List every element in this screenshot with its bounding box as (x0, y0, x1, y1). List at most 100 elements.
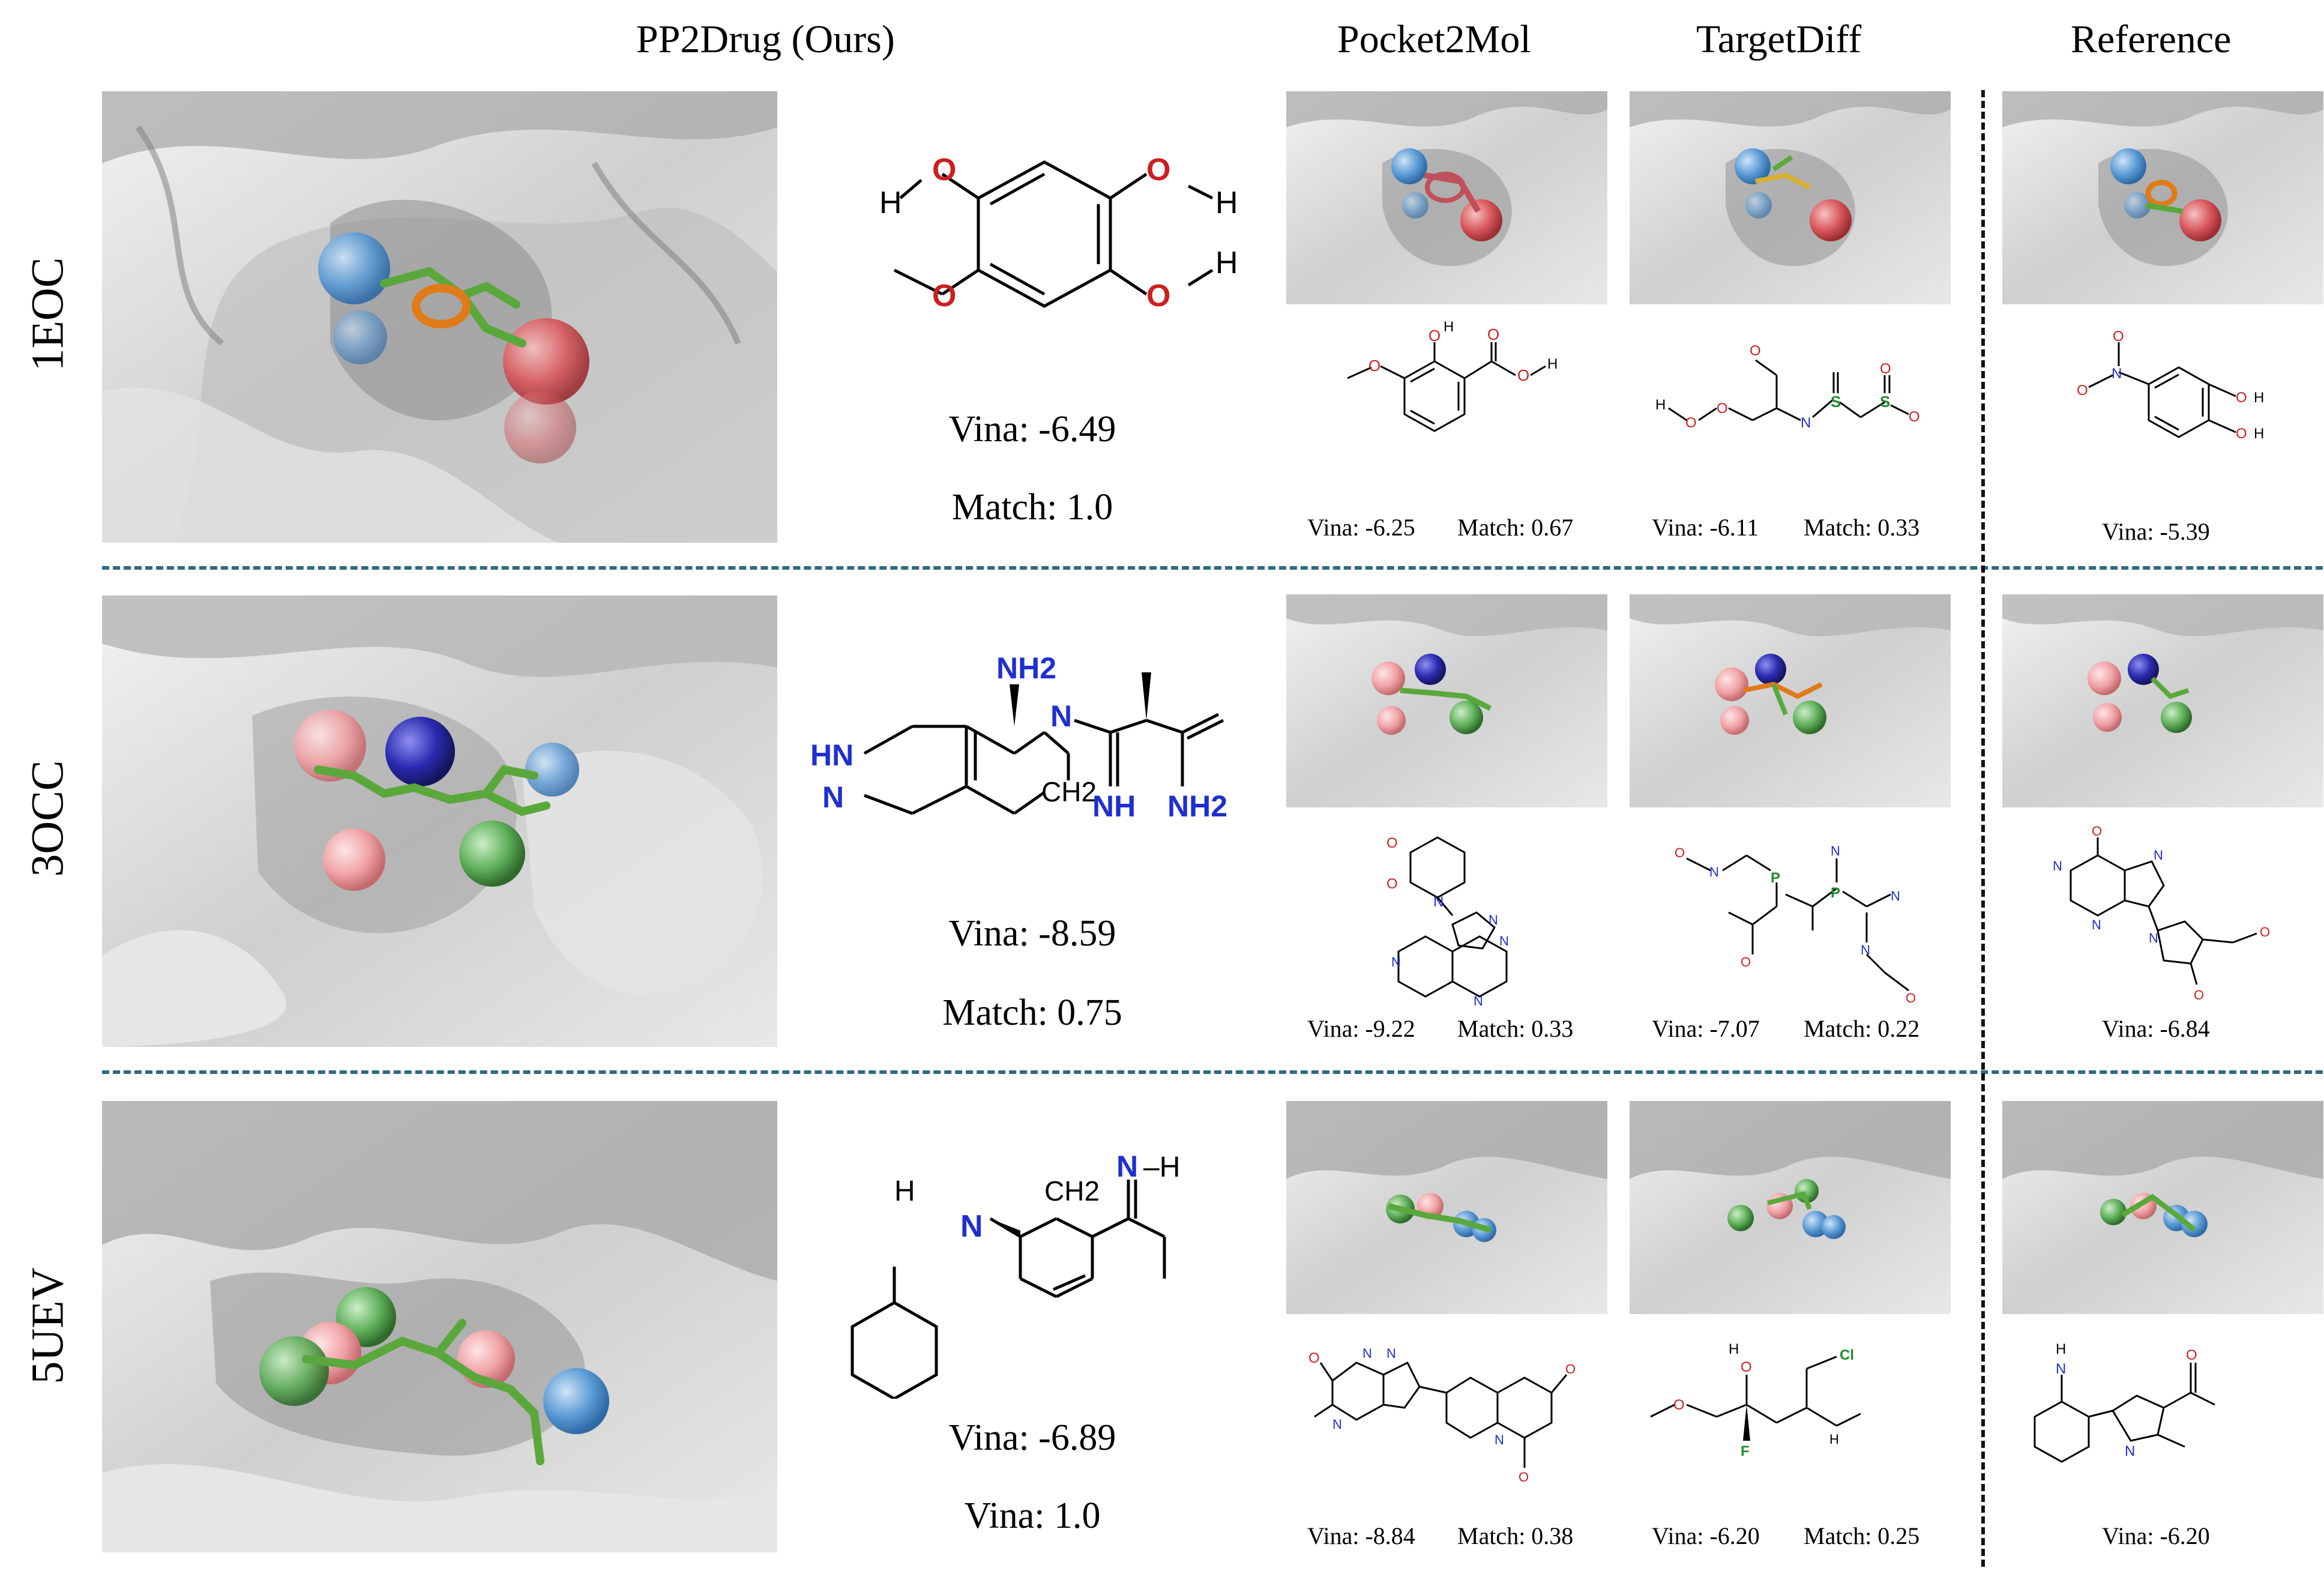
svg-text:H: H (879, 185, 902, 220)
svg-text:H: H (1215, 246, 1238, 280)
svg-text:NH2: NH2 (1167, 789, 1227, 823)
vina-score-3occ-pocket2mol: Vina: -9.22 (1307, 1015, 1415, 1042)
svg-text:O: O (2236, 390, 2247, 406)
pocket-view-3occ-pp2drug (102, 596, 777, 1047)
svg-text:NH2: NH2 (996, 651, 1056, 685)
svg-text:O: O (1741, 1359, 1752, 1375)
svg-text:CH2: CH2 (1041, 776, 1097, 807)
molecule-1eoc-targetdiff: H O O O N S S O O (1633, 318, 1933, 468)
pocket-view-3occ-targetdiff (1630, 594, 1951, 807)
svg-text:N: N (822, 780, 844, 814)
molecule-5uev-targetdiff: O O H F Cl H (1633, 1327, 1933, 1525)
svg-text:O: O (1673, 1397, 1685, 1413)
svg-text:N: N (1050, 699, 1072, 733)
svg-text:O: O (1717, 400, 1728, 417)
molecule-3occ-pocket2mol: O O N N N N N (1308, 822, 1585, 1015)
vina-score-1eoc-targetdiff: Vina: -6.11 (1652, 514, 1759, 541)
pocket-view-5uev-pp2drug (102, 1101, 777, 1552)
molecule-3occ-reference: O N N N N O O (2029, 822, 2305, 1015)
pocket-view-3occ-pocket2mol (1286, 594, 1607, 807)
svg-text:S: S (1831, 393, 1841, 411)
svg-text:O: O (1428, 327, 1440, 345)
svg-text:N: N (1489, 912, 1498, 927)
svg-text:N: N (2149, 930, 2158, 945)
atom-o: O (932, 152, 956, 187)
vina-score-5uev-pp2drug: Vina: -6.89 (948, 1417, 1116, 1458)
svg-text:H: H (1829, 1432, 1839, 1447)
vina-score-5uev-reference: Vina: -6.20 (2102, 1522, 2210, 1549)
svg-text:O: O (1685, 415, 1697, 431)
match-score-3occ-targetdiff: Match: 0.22 (1804, 1015, 1920, 1042)
svg-text:O: O (1487, 325, 1499, 343)
svg-text:O: O (2186, 1347, 2197, 1363)
vina-score-1eoc-reference: Vina: -5.39 (2102, 518, 2210, 545)
pocket-view-1eoc-reference (2002, 91, 2323, 304)
svg-text:N: N (1861, 942, 1870, 957)
column-title-reference: Reference (2071, 17, 2232, 61)
molecule-5uev-pocket2mol: O N N N N O O (1296, 1327, 1597, 1525)
svg-text:O: O (1565, 1361, 1576, 1377)
svg-text:CH2: CH2 (1044, 1175, 1100, 1207)
match-score-5uev-targetdiff: Match: 0.25 (1804, 1522, 1920, 1549)
svg-text:N: N (2154, 848, 2163, 863)
svg-text:O: O (1386, 876, 1398, 892)
svg-text:P: P (1771, 870, 1780, 886)
match-score-5uev-pp2drug: Vina: 1.0 (964, 1495, 1101, 1536)
match-score-1eoc-targetdiff: Match: 0.33 (1804, 514, 1920, 541)
svg-text:N: N (1474, 994, 1483, 1009)
svg-text:N: N (1391, 954, 1401, 969)
vina-score-3occ-pp2drug: Vina: -8.59 (948, 913, 1116, 954)
svg-text:O: O (1519, 1470, 1529, 1485)
svg-text:O: O (2194, 988, 2204, 1003)
svg-text:S: S (1880, 393, 1890, 411)
row-label-1eoc: 1EOC (22, 257, 73, 372)
svg-text:O: O (1308, 1350, 1320, 1366)
row-label-5uev: 5UEV (22, 1267, 73, 1384)
svg-text:N: N (1499, 933, 1509, 948)
svg-text:O: O (1517, 366, 1529, 384)
svg-text:N: N (2053, 858, 2062, 873)
svg-text:H: H (2056, 1341, 2066, 1357)
svg-text:H: H (1655, 397, 1666, 413)
svg-text:O: O (1386, 835, 1398, 851)
molecule-1eoc-pocket2mol: O H O O O H (1308, 318, 1585, 468)
svg-text:O: O (2092, 824, 2102, 839)
svg-text:N: N (1891, 888, 1900, 903)
svg-text:N: N (1332, 1417, 1342, 1432)
svg-text:N: N (2125, 1443, 2135, 1459)
svg-text:O: O (2113, 328, 2124, 345)
svg-text:H: H (1215, 185, 1238, 220)
molecule-1eoc-reference: O N O O H O H (2029, 318, 2305, 468)
pocket-view-1eoc-pocket2mol (1286, 91, 1607, 304)
svg-text:O: O (932, 279, 956, 313)
svg-text:H: H (2254, 426, 2264, 442)
molecule-5uev-reference: H N N O (2017, 1327, 2317, 1525)
reference-divider (1981, 90, 1985, 1567)
svg-text:O: O (2260, 924, 2270, 939)
svg-text:O: O (1368, 357, 1380, 375)
match-score-3occ-pocket2mol: Match: 0.33 (1457, 1015, 1574, 1042)
vina-score-5uev-targetdiff: Vina: -6.20 (1652, 1522, 1760, 1549)
svg-text:H: H (1729, 1341, 1739, 1357)
svg-text:–H: –H (1143, 1151, 1180, 1183)
svg-text:N: N (1801, 415, 1811, 431)
svg-text:H: H (1443, 319, 1454, 335)
svg-text:O: O (1675, 845, 1685, 860)
pocket-view-1eoc-targetdiff (1630, 91, 1951, 304)
svg-text:O: O (1906, 991, 1916, 1006)
row-label-3occ: 3OCC (22, 760, 73, 877)
pocket-view-1eoc-pp2drug (102, 91, 777, 543)
match-score-5uev-pocket2mol: Match: 0.38 (1457, 1522, 1574, 1549)
svg-text:N: N (960, 1209, 983, 1244)
molecule-3occ-targetdiff: O N P P N O N N O (1633, 822, 1933, 1015)
svg-text:N: N (1362, 1346, 1372, 1361)
pocket-view-5uev-reference (2002, 1101, 2323, 1314)
pocket-view-3occ-reference (2002, 594, 2323, 807)
pocket-view-5uev-pocket2mol (1286, 1101, 1607, 1314)
vina-score-3occ-targetdiff: Vina: -7.07 (1652, 1015, 1760, 1042)
svg-text:O: O (1880, 361, 1891, 377)
column-title-targetdiff: TargetDiff (1696, 17, 1862, 61)
match-score-1eoc-pocket2mol: Match: 0.67 (1457, 514, 1574, 541)
svg-text:O: O (1909, 409, 1920, 425)
svg-text:H: H (1547, 356, 1558, 372)
